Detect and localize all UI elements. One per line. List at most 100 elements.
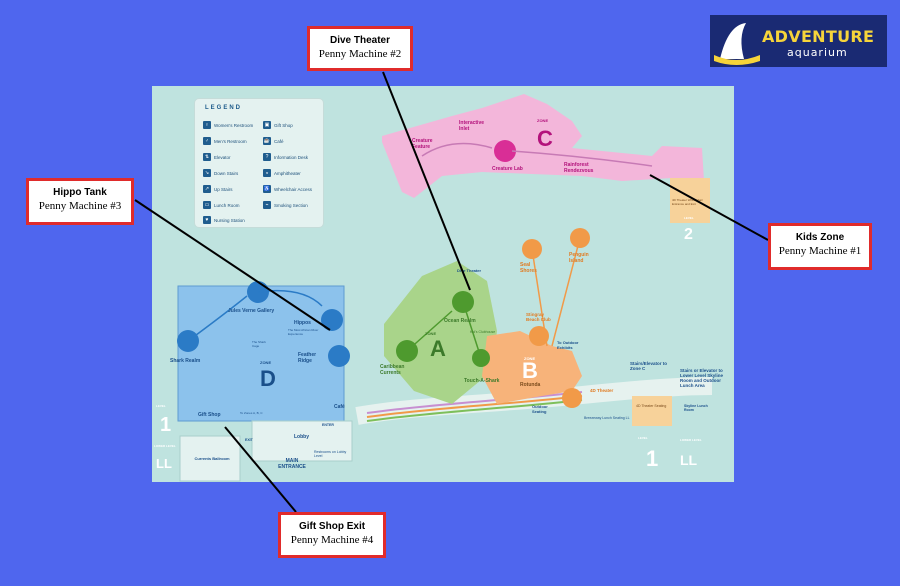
- callout-title: Hippo Tank: [53, 187, 107, 198]
- theater-seating-label: 4D Theater Seating: [636, 404, 667, 408]
- shark-cage-label: The Shark Cage: [252, 340, 266, 348]
- level-1-right-number: 1: [646, 446, 659, 471]
- enter-label: ENTER: [322, 423, 334, 427]
- legend-item-smoking-section: ⌁Smoking Section: [263, 201, 308, 209]
- cafe-label: Café: [334, 404, 345, 410]
- kids-clubhouse-label: Kid's Clubhouse: [470, 330, 496, 334]
- map-legend: LEGEND ♀Women's Restroom ♂Men's Restroom…: [194, 98, 324, 228]
- legend-item-up-stairs: ↗Up Stairs: [203, 185, 233, 193]
- legend-item-cafe: ☕Café: [263, 137, 284, 145]
- callout-subtitle: Penny Machine #3: [38, 200, 122, 212]
- zone-a-letter: A: [430, 336, 446, 361]
- hippos-marker: [321, 309, 343, 331]
- legend-item-womens-restroom: ♀Women's Restroom: [203, 121, 253, 129]
- adventure-aquarium-logo: ADVENTURE aquarium: [710, 15, 887, 67]
- wheelchair-icon: ♿: [263, 185, 271, 193]
- breezeway-label: Breezeway Lunch Seating LL: [584, 416, 630, 420]
- theater-4d-marker: [562, 388, 582, 408]
- theater-4d-label: 4D Theater: [590, 388, 614, 393]
- interactive-inlet-label: Interactive Inlet: [459, 120, 485, 132]
- creature-lab-marker: [494, 140, 516, 162]
- callout-kids-zone: Kids Zone Penny Machine #1: [768, 223, 872, 270]
- down-stairs-icon: ↘: [203, 169, 211, 177]
- exit-label: EXIT: [245, 438, 253, 442]
- walkway-path-a: [366, 399, 583, 422]
- penguin-island-label: Penguin Island: [569, 252, 589, 264]
- stingray-label: Stingray Beach Club: [526, 312, 551, 322]
- legend-item-gift-shop: ▣Gift Shop: [263, 121, 293, 129]
- lobby-label: Lobby: [294, 434, 309, 440]
- lower-level-right-word: LOWER LEVEL: [680, 438, 702, 442]
- information-desk-icon: ?: [263, 153, 271, 161]
- logo-line1: ADVENTURE: [762, 27, 875, 46]
- legend-item-lunch-room: ▭Lunch Room: [203, 201, 240, 209]
- stairs-lower-label: Stairs or Elevator to Lower Level Skylin…: [680, 368, 724, 388]
- smoking-icon: ⌁: [263, 201, 271, 209]
- zone-c-letter: C: [537, 126, 553, 151]
- up-stairs-icon: ↗: [203, 185, 211, 193]
- level-1-left-number: 1: [160, 414, 172, 436]
- level-1-left-word: LEVEL: [156, 404, 166, 408]
- walkway-path-b: [366, 395, 583, 418]
- zone-d-word: ZONE: [260, 360, 272, 365]
- outdoor-seating-label: Outdoor Seating: [532, 404, 548, 414]
- theater-seating-box: [632, 396, 672, 426]
- lunch-room-icon: ▭: [203, 201, 211, 209]
- to-outdoor-label: To Outdoor Exhibits: [557, 340, 579, 350]
- callout-hippo-tank: Hippo Tank Penny Machine #3: [26, 178, 134, 225]
- gift-shop-label: Gift Shop: [198, 412, 221, 418]
- legend-item-elevator: ⇅Elevator: [203, 153, 231, 161]
- legend-item-wheelchair-access: ♿Wheelchair Access: [263, 185, 313, 193]
- callout-subtitle: Penny Machine #2: [318, 48, 402, 60]
- aquarium-map: C A B D LEGEND ♀Women's Restroom ♂Men's …: [152, 86, 734, 482]
- womens-restroom-icon: ♀: [203, 121, 211, 129]
- seal-shores-label: Seal Shores: [520, 262, 537, 274]
- legend-item-information-desk: ?Information Desk: [263, 153, 308, 161]
- ll-left: LL: [156, 456, 172, 471]
- callout-gift-shop-exit: Gift Shop Exit Penny Machine #4: [278, 512, 386, 558]
- shark-fin-icon: [714, 23, 760, 65]
- shark-realm-label: Shark Realm: [170, 358, 201, 364]
- skyline-label: Skyline Lunch Room: [684, 404, 708, 412]
- zone-b-word: ZONE: [524, 356, 536, 361]
- nursing-station-icon: ♥: [203, 216, 211, 224]
- hippos-label: Hippos: [294, 320, 311, 326]
- rainforest-label: Rainforest Rendezvous: [564, 162, 594, 174]
- legend-item-amphitheater: ◒Amphitheater: [263, 169, 301, 177]
- ocean-realm-label: Ocean Realm: [444, 318, 476, 324]
- callout-subtitle: Penny Machine #4: [290, 534, 374, 546]
- caribbean-label: Caribbean Currents: [380, 364, 405, 376]
- gift-shop-icon: ▣: [263, 121, 271, 129]
- feather-ridge-marker: [328, 345, 350, 367]
- elevator-icon: ⇅: [203, 153, 211, 161]
- zone-d-letter: D: [260, 366, 276, 391]
- zone-b-area: [482, 331, 582, 404]
- legend-item-nursing-station: ♥Nursing Station: [203, 216, 245, 224]
- amphitheater-icon: ◒: [263, 169, 271, 177]
- callout-title: Gift Shop Exit: [298, 521, 366, 532]
- callout-subtitle: Penny Machine #1: [778, 245, 862, 257]
- zone-c-word: ZONE: [537, 118, 549, 123]
- mens-restroom-icon: ♂: [203, 137, 211, 145]
- currents-ballroom-label: Currents Ballroom: [194, 456, 230, 461]
- logo-line2: aquarium: [787, 46, 848, 59]
- zone-a-word: ZONE: [425, 331, 437, 336]
- feather-ridge-label: Feather Ridge: [298, 352, 317, 364]
- restrooms-label: Restrooms on Lobby Level: [314, 450, 347, 458]
- creature-feature-label: Creature Feature: [412, 138, 433, 150]
- legend-item-down-stairs: ↘Down Stairs: [203, 169, 239, 177]
- level-2-word: LEVEL: [684, 216, 694, 220]
- callout-dive-theater: Dive Theater Penny Machine #2: [307, 26, 413, 71]
- callout-title: Dive Theater: [329, 35, 391, 46]
- zone-b-letter: B: [522, 358, 538, 383]
- lower-level-left-word: LOWER LEVEL: [154, 444, 176, 448]
- level-2-number: 2: [684, 226, 693, 243]
- to-zones-label: To Zones A, B, C: [240, 411, 263, 415]
- ll-right: LL: [680, 452, 698, 468]
- theater-4d-top-label: 4D Theater Wheelchair Entrance and Exit: [672, 198, 703, 206]
- creature-lab-label: Creature Lab: [492, 166, 523, 172]
- legend-item-mens-restroom: ♂Men's Restroom: [203, 137, 247, 145]
- callout-title: Kids Zone: [795, 232, 845, 243]
- cafe-icon: ☕: [263, 137, 271, 145]
- level-1-right-word: LEVEL: [638, 436, 648, 440]
